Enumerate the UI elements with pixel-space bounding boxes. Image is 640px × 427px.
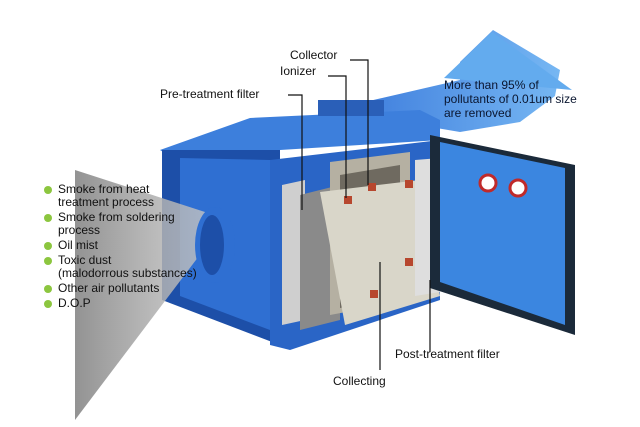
pollutant-item: D.O.P: [44, 297, 244, 310]
label-collector: Collector: [290, 48, 337, 62]
pollutant-list: Smoke from heat treatment process Smoke …: [44, 183, 244, 312]
removal-line: More than 95% of: [444, 78, 577, 92]
label-pre-treatment-filter: Pre-treatment filter: [160, 87, 259, 101]
access-door: [430, 135, 575, 335]
door-knob: [510, 180, 526, 196]
bullet-dot-icon: [44, 242, 52, 250]
bullet-dot-icon: [44, 257, 52, 265]
pollutant-item: Oil mist: [44, 239, 244, 252]
removal-line: pollutants of 0.01um size: [444, 92, 577, 106]
label-ionizer: Ionizer: [280, 64, 316, 78]
removal-line: are removed: [444, 106, 577, 120]
bullet-dot-icon: [44, 214, 52, 222]
pollutant-item: Smoke from soldering process: [44, 211, 244, 237]
bullet-dot-icon: [44, 300, 52, 308]
bullet-dot-icon: [44, 186, 52, 194]
pollutant-item: Other air pollutants: [44, 282, 244, 295]
bullet-dot-icon: [44, 285, 52, 293]
pollutant-item: Toxic dust (malodorrous substances): [44, 254, 244, 280]
label-removal-rate: More than 95% of pollutants of 0.01um si…: [444, 78, 577, 120]
pollutant-item: Smoke from heat treatment process: [44, 183, 244, 209]
label-post-treatment-filter: Post-treatment filter: [395, 347, 500, 361]
door-knob: [480, 175, 496, 191]
label-collecting: Collecting: [333, 374, 386, 388]
